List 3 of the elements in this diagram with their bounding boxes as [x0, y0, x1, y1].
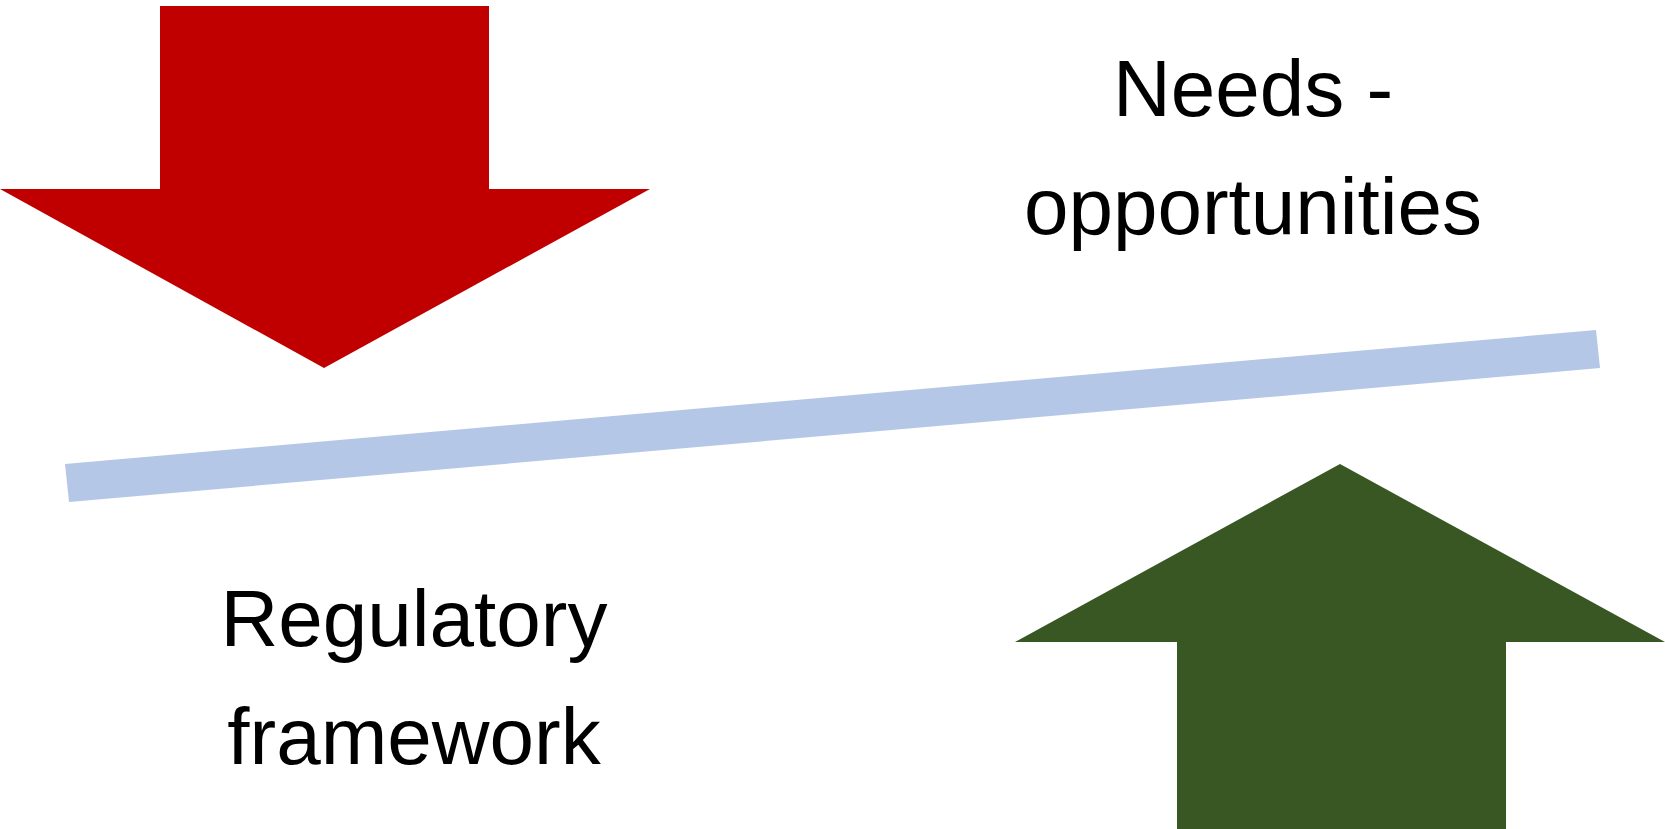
- label-text: Regulatory framework: [219, 573, 609, 783]
- label-text: Needs - opportunities: [1022, 43, 1484, 253]
- seesaw-beam: [65, 330, 1600, 502]
